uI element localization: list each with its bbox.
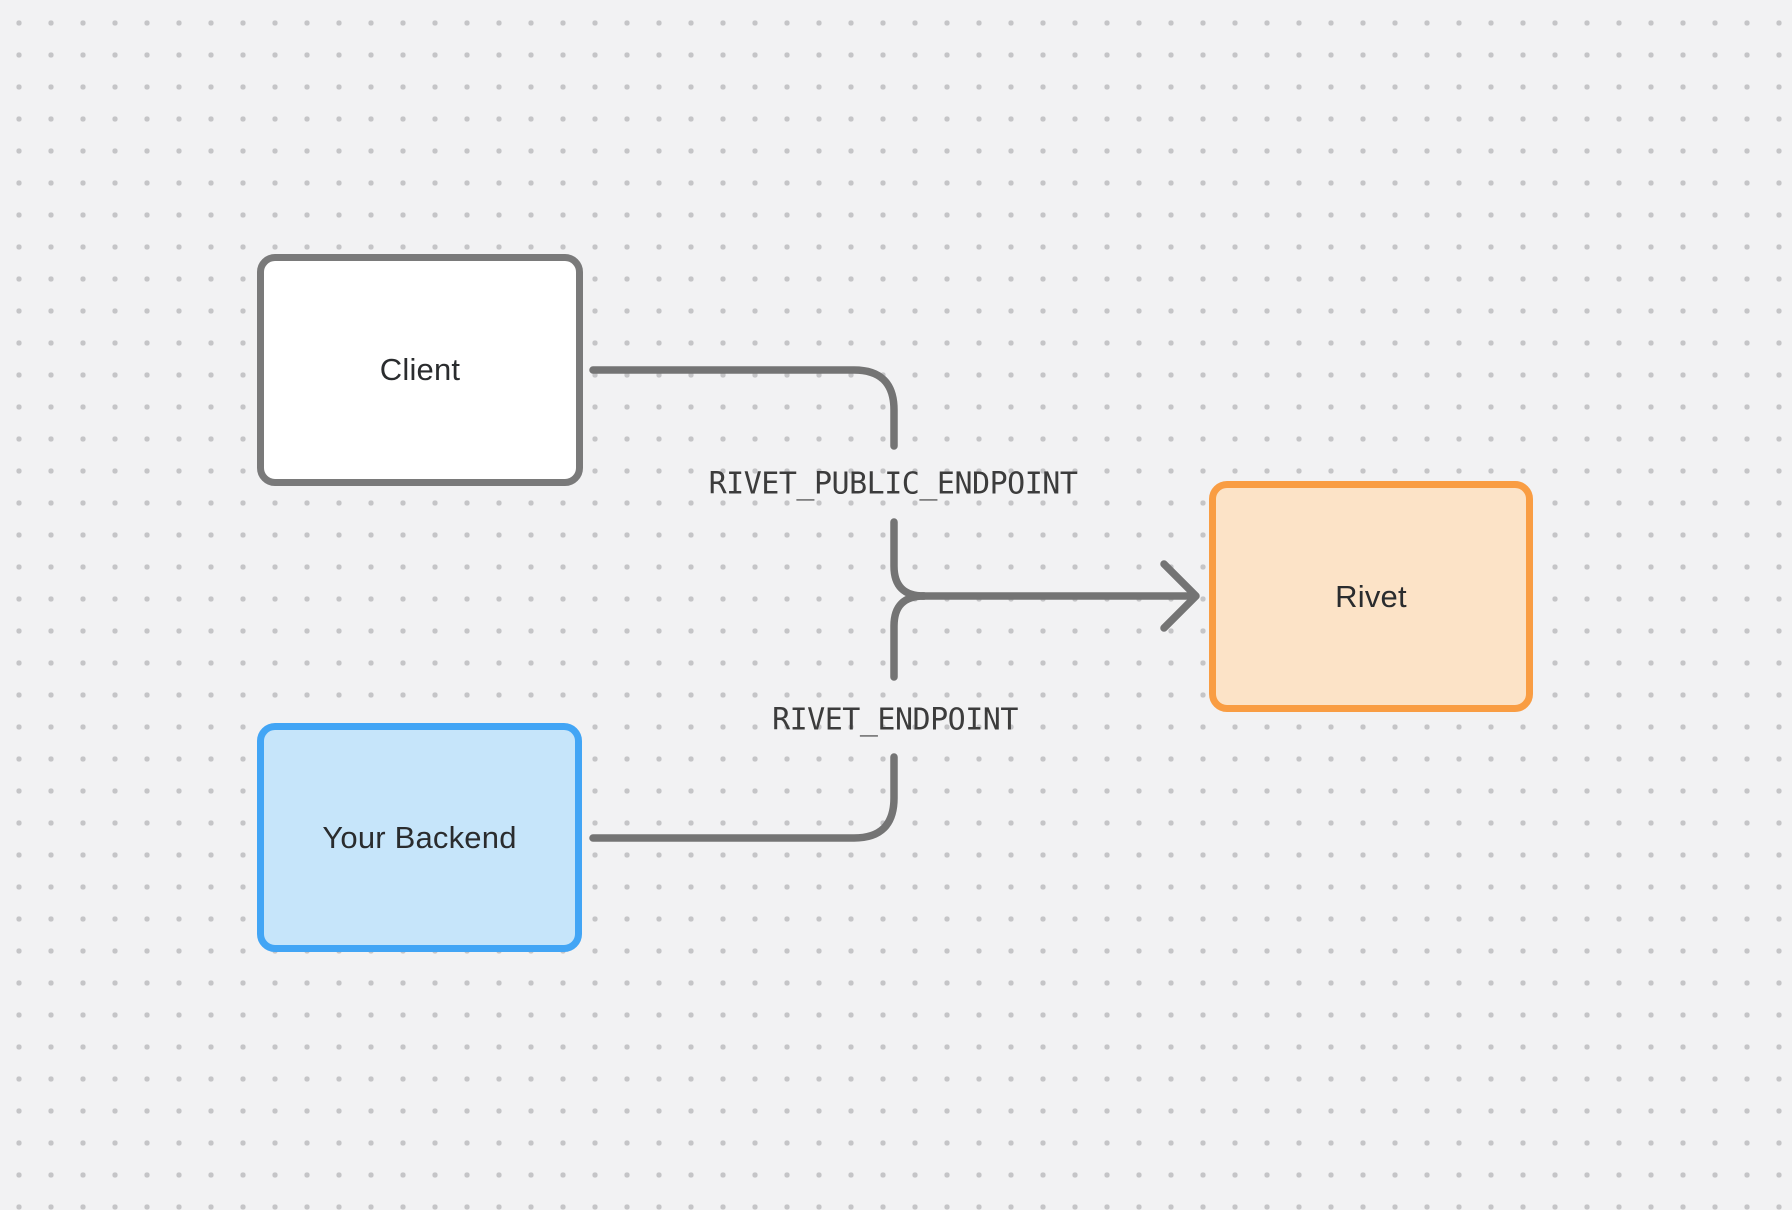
edge-label-rivet-endpoint: RIVET_ENDPOINT	[772, 702, 1018, 738]
node-rivet-label: Rivet	[1335, 578, 1407, 614]
backend-connector-merge	[890, 592, 928, 681]
arrowhead-icon	[1160, 560, 1200, 632]
backend-connector	[589, 753, 898, 842]
edge-label-rivet-public-endpoint: RIVET_PUBLIC_ENDPOINT	[708, 466, 1078, 502]
node-client[interactable]: Client	[257, 254, 583, 486]
node-your-backend[interactable]: Your Backend	[257, 723, 582, 952]
node-client-label: Client	[379, 352, 461, 387]
node-your-backend-label: Your Backend	[322, 819, 517, 855]
client-connector	[589, 366, 898, 450]
node-rivet[interactable]: Rivet	[1209, 481, 1533, 712]
client-connector-merge	[890, 518, 928, 600]
